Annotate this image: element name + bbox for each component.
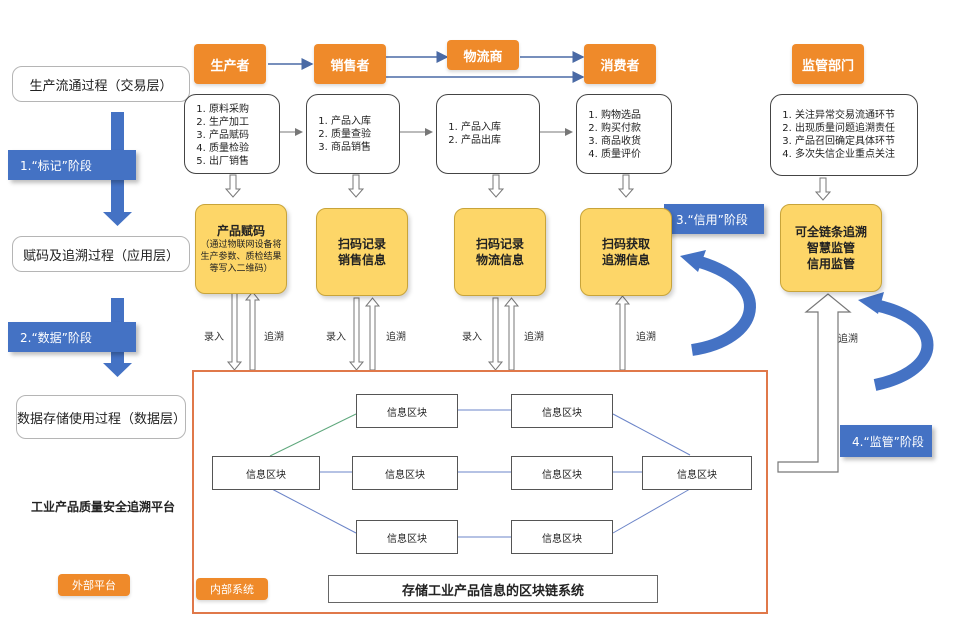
info-block: 信息区块	[511, 456, 613, 490]
label-input-seller: 录入	[326, 332, 346, 343]
block-links	[269, 409, 691, 538]
list-logistics: 产品入库 产品出库	[436, 94, 540, 174]
list-item: 商品收货	[601, 135, 665, 148]
list-seller: 产品入库 质量查验 商品销售	[306, 94, 400, 174]
app-box-line: 物流信息	[475, 253, 524, 267]
stage-mark: 1.“标记”阶段	[8, 150, 136, 180]
label-trace-regulator: 追溯	[838, 334, 858, 345]
list-item: 购物选品	[601, 109, 665, 122]
list-item: 产品入库	[331, 115, 393, 128]
actor-consumer: 消费者	[584, 44, 656, 84]
list-item: 质量评价	[601, 148, 665, 161]
regulator-trace-arrow	[777, 293, 852, 473]
info-block: 信息区块	[356, 520, 458, 554]
app-box-producer: 产品赋码 （通过物联网设备将生产参数、质检结果等写入二维码）	[195, 204, 287, 294]
actor-seller: 销售者	[314, 44, 386, 84]
list-item: 多次失信企业重点关注	[795, 148, 911, 161]
app-box-consumer: 扫码获取 追溯信息	[580, 208, 672, 296]
actor-producer: 生产者	[194, 44, 266, 84]
layer-app: 赋码及追溯过程（应用层）	[12, 236, 190, 272]
info-block: 信息区块	[212, 456, 320, 490]
list-item: 出现质量问题追溯责任	[795, 122, 911, 135]
actor-logistics: 物流商	[447, 40, 519, 70]
list-item: 产品出库	[461, 134, 533, 147]
info-block: 信息区块	[352, 456, 458, 490]
app-box-line: 扫码记录	[337, 237, 386, 251]
app-box-line: 信用监管	[806, 257, 855, 271]
info-block: 信息区块	[356, 394, 458, 428]
list-item: 产品赋码	[209, 129, 273, 142]
list-item: 质量检验	[209, 142, 273, 155]
list-item: 产品召回确定具体环节	[795, 135, 911, 148]
internal-system-label: 内部系统	[196, 578, 268, 600]
list-item: 购买付款	[601, 122, 665, 135]
list-item: 关注异常交易流通环节	[795, 109, 911, 122]
list-consumer: 购物选品 购买付款 商品收货 质量评价	[576, 94, 672, 174]
app-box-line: 智慧监管	[806, 241, 855, 255]
actor-regulator: 监管部门	[792, 44, 864, 84]
list-item: 生产加工	[209, 116, 273, 129]
down-arrows-lists	[224, 174, 832, 201]
list-producer: 原料采购 生产加工 产品赋码 质量检验 出厂销售	[184, 94, 280, 174]
list-item: 出厂销售	[209, 155, 273, 168]
layer-data: 数据存储使用过程（数据层）	[16, 395, 186, 439]
io-arrows	[226, 291, 631, 371]
label-trace-producer: 追溯	[264, 332, 284, 343]
app-box-seller: 扫码记录 销售信息	[316, 208, 408, 296]
info-block: 信息区块	[642, 456, 752, 490]
app-box-title: 产品赋码	[216, 224, 265, 238]
stage-supervise: 4.“监管”阶段	[840, 425, 932, 457]
curve-arrow-supervise	[873, 299, 934, 391]
layer-trade: 生产流通过程（交易层）	[12, 66, 190, 102]
app-box-line: 销售信息	[337, 253, 386, 267]
info-block: 信息区块	[511, 520, 613, 554]
list-item: 产品入库	[461, 121, 533, 134]
platform-title: 工业产品质量安全追溯平台	[30, 500, 175, 514]
app-box-logistics: 扫码记录 物流信息	[454, 208, 546, 296]
label-input-producer: 录入	[204, 332, 224, 343]
list-regulator: 关注异常交易流通环节 出现质量问题追溯责任 产品召回确定具体环节 多次失信企业重…	[770, 94, 918, 176]
list-item: 原料采购	[209, 103, 273, 116]
app-box-line: 扫码获取	[601, 237, 650, 251]
list-item: 商品销售	[331, 141, 393, 154]
curve-arrow-trust	[691, 256, 756, 356]
info-block: 信息区块	[511, 394, 613, 428]
app-box-note: （通过物联网设备将生产参数、质检结果等写入二维码）	[200, 240, 282, 274]
app-box-line: 可全链条追溯	[794, 225, 867, 239]
label-trace-logistics: 追溯	[524, 332, 544, 343]
app-box-line: 扫码记录	[475, 237, 524, 251]
app-box-line: 追溯信息	[601, 253, 650, 267]
list-item: 质量查验	[331, 128, 393, 141]
app-box-regulator: 可全链条追溯 智慧监管 信用监管	[780, 204, 882, 292]
blockchain-title: 存储工业产品信息的区块链系统	[328, 575, 658, 603]
stage-trust: 3.“信用”阶段	[664, 204, 764, 234]
stage-data: 2.“数据”阶段	[8, 322, 136, 352]
label-trace-seller: 追溯	[386, 332, 406, 343]
label-trace-consumer: 追溯	[636, 332, 656, 343]
internal-system-frame	[192, 370, 768, 614]
label-input-logistics: 录入	[462, 332, 482, 343]
external-platform-label: 外部平台	[58, 574, 130, 596]
